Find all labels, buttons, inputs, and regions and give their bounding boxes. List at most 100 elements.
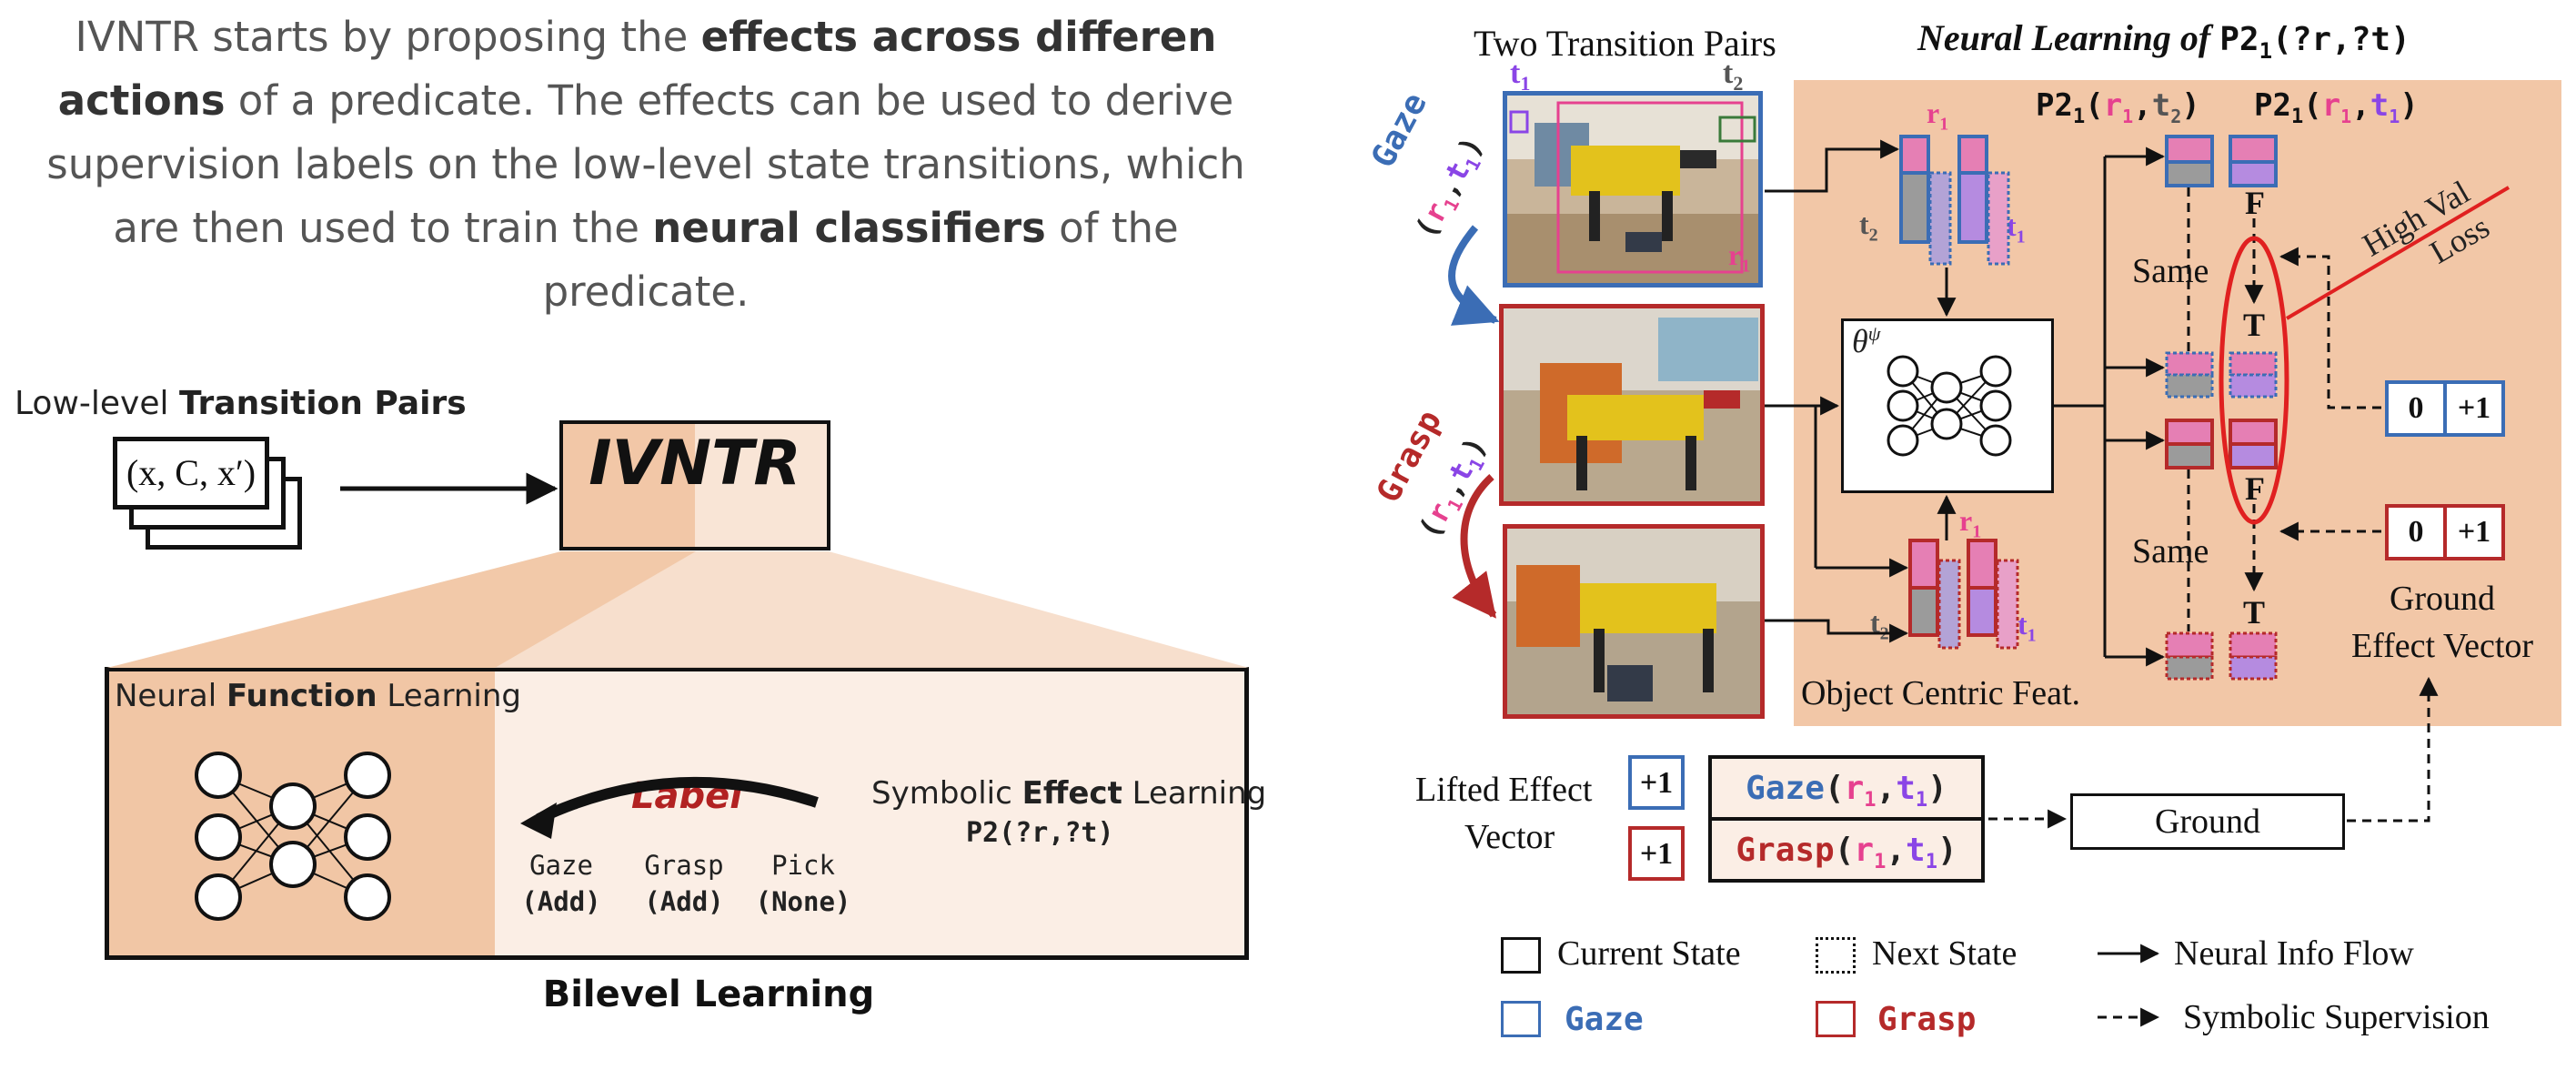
effect-grasp: (Add): [644, 886, 724, 917]
grasp-vector-plus: +1: [2443, 504, 2505, 560]
feat-r1-bot: r: [1959, 504, 1973, 537]
neural-function-learning-label: Neural Function Learning: [115, 678, 521, 714]
lifted-grasp-t: t: [1906, 832, 1926, 869]
photo-label-t1: t1: [1510, 56, 1530, 96]
r1-sub: 1: [1741, 256, 1751, 277]
pred-b-name: P2: [2254, 87, 2291, 124]
pred-a-name: P2: [2036, 87, 2073, 124]
photo-gaze-after: [1499, 304, 1765, 506]
lifted-grasp-plus: +1: [1628, 826, 1685, 881]
t2-letter: t: [1723, 56, 1734, 90]
feat-label-t1-top: t1: [2007, 209, 2026, 247]
intro-text-2: of a predicate. The effects can be used …: [46, 76, 1245, 252]
feat-label-t2-top: t2: [1859, 207, 1878, 246]
action-pick: Pick: [771, 850, 835, 881]
legend-next-state: Next State: [1872, 934, 2018, 973]
sel-suffix: Learning: [1122, 775, 1267, 812]
nl-title-prefix: Neural Learning of: [1917, 17, 2220, 58]
robot-scene-icon: [1504, 308, 1760, 501]
lifted-gaze-t-sub: 1: [1915, 789, 1928, 813]
predicate-header-t1: P21(r1,t1): [2254, 87, 2419, 128]
nl-title-pred: P2: [2219, 21, 2259, 58]
symbolic-effect-learning-label: Symbolic Effect Learning: [871, 775, 1266, 812]
legend-symbolic-supervision: Symbolic Supervision: [2183, 998, 2490, 1036]
pred-a-arg1-sub: 1: [2122, 105, 2134, 127]
effect-pick: (None): [755, 886, 851, 917]
gaze-label-text: Gaze: [1364, 86, 1434, 175]
ivntr-title: IVNTR: [589, 428, 801, 500]
legend-gaze-icon: [1501, 1001, 1541, 1037]
feat-t1-top: t: [2007, 209, 2017, 242]
legend-grasp-icon: [1816, 1001, 1856, 1037]
same-label-top: Same: [2132, 252, 2209, 290]
nfl-suffix: Learning: [377, 678, 521, 714]
predicate-header-t2: P21(r1,t2): [2036, 87, 2200, 128]
t1-sub: 1: [1520, 71, 1531, 95]
intro-bold-1: effects across differen actions: [57, 13, 1217, 125]
theta-symbol: θ: [1852, 323, 1868, 359]
lifted-grasp-t-sub: 1: [1925, 851, 1937, 874]
nl-title-sub: 1: [2259, 38, 2273, 64]
lifted-gaze-r: r: [1844, 770, 1865, 807]
label-f-mid: F: [2245, 470, 2265, 507]
intro-paragraph: IVNTR starts by proposing the effects ac…: [18, 5, 1273, 324]
ground-effect-line1: Ground: [2389, 580, 2496, 618]
ltp-prefix: Low-level: [15, 385, 179, 422]
feat-t2-bot-sub: 2: [1879, 623, 1889, 644]
nfl-prefix: Neural: [115, 678, 226, 714]
robot-scene-icon: [1507, 529, 1760, 714]
lifted-grasp-row: Grasp(r1,t1): [1736, 832, 1957, 874]
r1-letter: r: [1728, 238, 1742, 271]
feat-label-t2-bottom: t2: [1870, 606, 1889, 644]
action-grasp: Grasp: [644, 850, 724, 881]
feat-t2-bot: t: [1870, 606, 1880, 639]
pred-b-arg2-sub: 1: [2389, 105, 2400, 127]
feat-label-r1-top: r1: [1927, 96, 1948, 135]
lifted-effect-line2: Vector: [1464, 818, 1555, 856]
feat-r1-top-sub: 1: [1939, 114, 1949, 135]
nl-title-args: (?r,?t): [2272, 21, 2410, 58]
lifted-effect-divider: [1708, 817, 1985, 821]
zoom-funnel-left: [107, 551, 696, 668]
feat-r1-top: r: [1927, 96, 1940, 129]
feat-t1-top-sub: 1: [2016, 227, 2026, 247]
photo-gaze-before: [1503, 91, 1763, 288]
theta-sup: ψ: [1867, 322, 1881, 345]
ivntr-box: [559, 420, 830, 550]
label-t-mid: T: [2243, 307, 2266, 343]
pred-a-arg2-sub: 2: [2170, 105, 2182, 127]
feat-label-r1-bottom: r1: [1959, 504, 1981, 542]
nfl-bold: Function: [226, 678, 377, 714]
lifted-grasp-r: r: [1854, 832, 1875, 869]
feat-t2-top-sub: 2: [1868, 225, 1878, 246]
ground-box: Ground: [2070, 793, 2345, 850]
t1-letter: t: [1510, 56, 1521, 90]
lifted-gaze-t: t: [1896, 770, 1916, 807]
ltp-bold: Transition Pairs: [178, 385, 467, 422]
object-centric-feat-label: Object Centric Feat.: [1801, 674, 2081, 712]
same-label-bottom: Same: [2132, 532, 2209, 570]
pred-a-sub: 1: [2072, 105, 2086, 128]
photo-label-r1: r1: [1728, 238, 1750, 277]
intro-bold-2: neural classifiers: [652, 204, 1046, 252]
label-text: Label: [631, 775, 742, 817]
gaze-action-label: Gaze: [1364, 86, 1434, 174]
formula-card: (x, C, x′): [113, 437, 269, 510]
sel-bold: Effect: [1021, 775, 1122, 812]
intro-text-3: of the predicate.: [542, 204, 1179, 316]
ground-effect-line2: Effect Vector: [2350, 627, 2534, 665]
lifted-effect-line1: Lifted Effect: [1415, 771, 1593, 809]
gaze-vector-plus: +1: [2443, 380, 2505, 437]
legend-gaze: Gaze: [1565, 1001, 1644, 1038]
lifted-gaze-name: Gaze: [1746, 770, 1825, 807]
legend-grasp: Grasp: [1877, 1001, 1977, 1038]
grasp-vector-zero: 0: [2385, 504, 2447, 560]
theta-label: θψ: [1852, 322, 1880, 360]
sel-prefix: Symbolic: [871, 775, 1022, 812]
lifted-gaze-plus: +1: [1628, 755, 1685, 810]
gaze-args-label: (r1,t1): [1408, 130, 1491, 244]
transition-pairs-label: Low-level Transition Pairs: [15, 385, 467, 422]
pred-b-arg1: r: [2321, 87, 2341, 124]
pred-b-arg2: t: [2370, 87, 2390, 124]
lifted-grasp-r-sub: 1: [1874, 851, 1887, 874]
